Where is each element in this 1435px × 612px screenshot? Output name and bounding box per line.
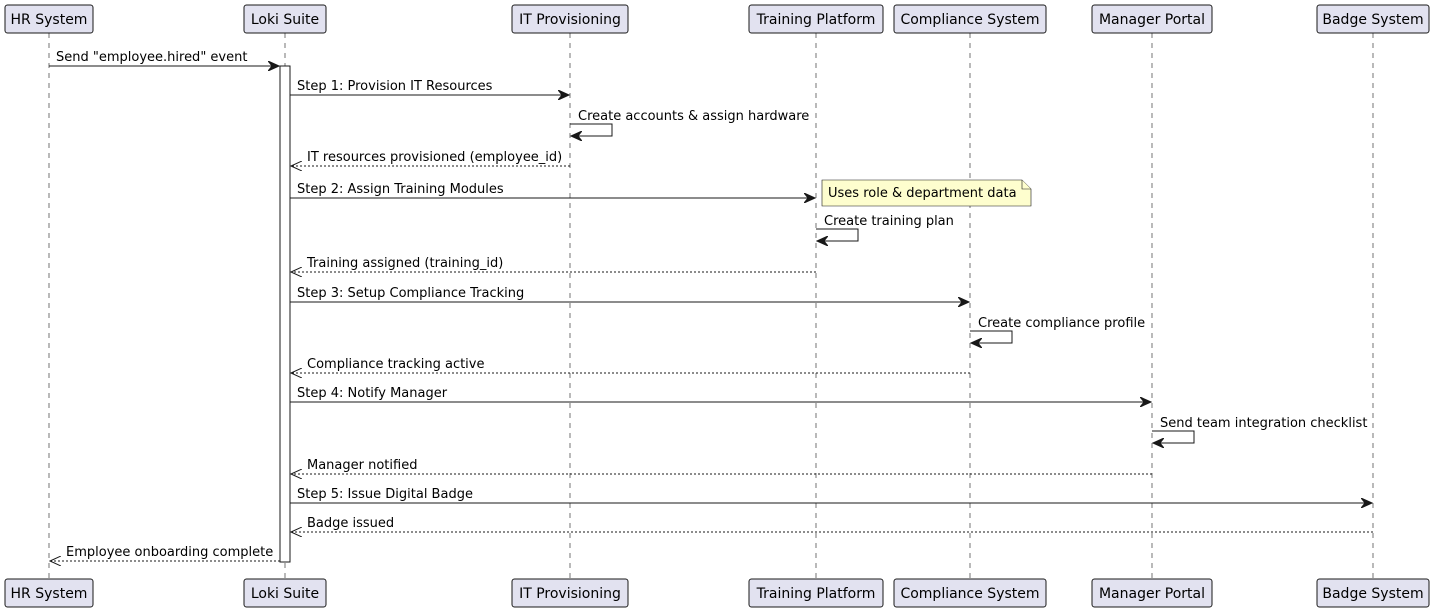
participant-box — [1316, 578, 1430, 608]
participant-it-bottom: IT Provisioning — [511, 578, 629, 608]
activation-bar-loki — [279, 65, 291, 563]
participant-box — [511, 578, 629, 608]
note-text: Uses role & department data — [828, 186, 1017, 201]
message-14: Step 5: Issue Digital Badge — [290, 487, 1372, 503]
message-8: Step 3: Setup Compliance Tracking — [290, 286, 969, 302]
message-9: Create compliance profile — [970, 316, 1145, 343]
message-3: Create accounts & assign hardware — [570, 109, 809, 136]
participant-box — [243, 578, 327, 608]
message-label: Create compliance profile — [978, 316, 1145, 331]
message-label: IT resources provisioned (employee_id) — [307, 150, 562, 165]
participant-box — [511, 4, 629, 34]
participant-label: Loki Suite — [251, 586, 319, 602]
participant-label: Training Platform — [756, 586, 876, 602]
participant-comp-bottom: Compliance System — [893, 578, 1047, 608]
participant-mgr-bottom: Manager Portal — [1091, 578, 1213, 608]
participant-label: IT Provisioning — [519, 12, 621, 28]
message-label: Step 1: Provision IT Resources — [297, 79, 493, 94]
note: Uses role & department data — [821, 179, 1032, 207]
message-12: Send team integration checklist — [1152, 416, 1367, 443]
message-label: Send team integration checklist — [1160, 416, 1367, 431]
message-7: Training assigned (training_id) — [291, 256, 816, 272]
participant-box — [1091, 578, 1213, 608]
message-15: Badge issued — [291, 516, 1373, 532]
participant-badge-top: Badge System — [1316, 4, 1430, 34]
message-13: Manager notified — [291, 458, 1152, 474]
participant-label: Manager Portal — [1099, 586, 1205, 602]
participant-box — [748, 4, 884, 34]
message-label: Create accounts & assign hardware — [578, 109, 809, 124]
participant-loki-bottom: Loki Suite — [243, 578, 327, 608]
message-label: Badge issued — [307, 516, 394, 531]
message-2: Step 1: Provision IT Resources — [290, 79, 569, 95]
message-16: Employee onboarding complete — [50, 545, 280, 561]
participant-badge-bottom: Badge System — [1316, 578, 1430, 608]
participant-box — [243, 4, 327, 34]
message-label: Step 5: Issue Digital Badge — [297, 487, 473, 502]
participant-it-top: IT Provisioning — [511, 4, 629, 34]
participant-label: Manager Portal — [1099, 12, 1205, 28]
message-1: Send "employee.hired" event — [49, 50, 279, 66]
participant-label: Training Platform — [756, 12, 876, 28]
participant-train-bottom: Training Platform — [748, 578, 884, 608]
participant-label: Compliance System — [900, 586, 1039, 602]
participant-box — [4, 4, 94, 34]
participant-label: Badge System — [1322, 586, 1423, 602]
participant-mgr-top: Manager Portal — [1091, 4, 1213, 34]
message-4: IT resources provisioned (employee_id) — [291, 150, 570, 166]
message-11: Step 4: Notify Manager — [290, 386, 1151, 402]
participant-label: Loki Suite — [251, 12, 319, 28]
participant-loki-top: Loki Suite — [243, 4, 327, 34]
self-arrow — [1152, 430, 1195, 443]
message-label: Employee onboarding complete — [66, 545, 273, 560]
participant-hr-bottom: HR System — [4, 578, 94, 608]
participant-box — [893, 4, 1047, 34]
participant-label: IT Provisioning — [519, 586, 621, 602]
message-10: Compliance tracking active — [291, 357, 970, 373]
message-label: Compliance tracking active — [307, 357, 485, 372]
self-arrow — [816, 228, 859, 241]
participant-label: HR System — [11, 586, 88, 602]
participant-box — [1091, 4, 1213, 34]
participant-box — [748, 578, 884, 608]
note-box — [821, 179, 1032, 207]
note-fold — [1021, 180, 1031, 190]
self-arrow — [970, 330, 1013, 343]
participant-box — [1316, 4, 1430, 34]
message-label: Send "employee.hired" event — [56, 50, 247, 65]
participant-comp-top: Compliance System — [893, 4, 1047, 34]
participant-label: HR System — [11, 12, 88, 28]
message-label: Training assigned (training_id) — [306, 256, 503, 271]
message-label: Step 4: Notify Manager — [297, 386, 448, 401]
participant-label: Compliance System — [900, 12, 1039, 28]
participant-hr-top: HR System — [4, 4, 94, 34]
participant-label: Badge System — [1322, 12, 1423, 28]
self-arrow — [570, 123, 613, 136]
message-6: Create training plan — [816, 214, 954, 241]
message-label: Step 3: Setup Compliance Tracking — [297, 286, 524, 301]
message-label: Step 2: Assign Training Modules — [297, 182, 504, 197]
participant-box — [4, 578, 94, 608]
message-label: Manager notified — [307, 458, 417, 473]
message-5: Step 2: Assign Training Modules — [290, 182, 815, 198]
participant-train-top: Training Platform — [748, 4, 884, 34]
message-label: Create training plan — [824, 214, 954, 229]
participant-box — [893, 578, 1047, 608]
